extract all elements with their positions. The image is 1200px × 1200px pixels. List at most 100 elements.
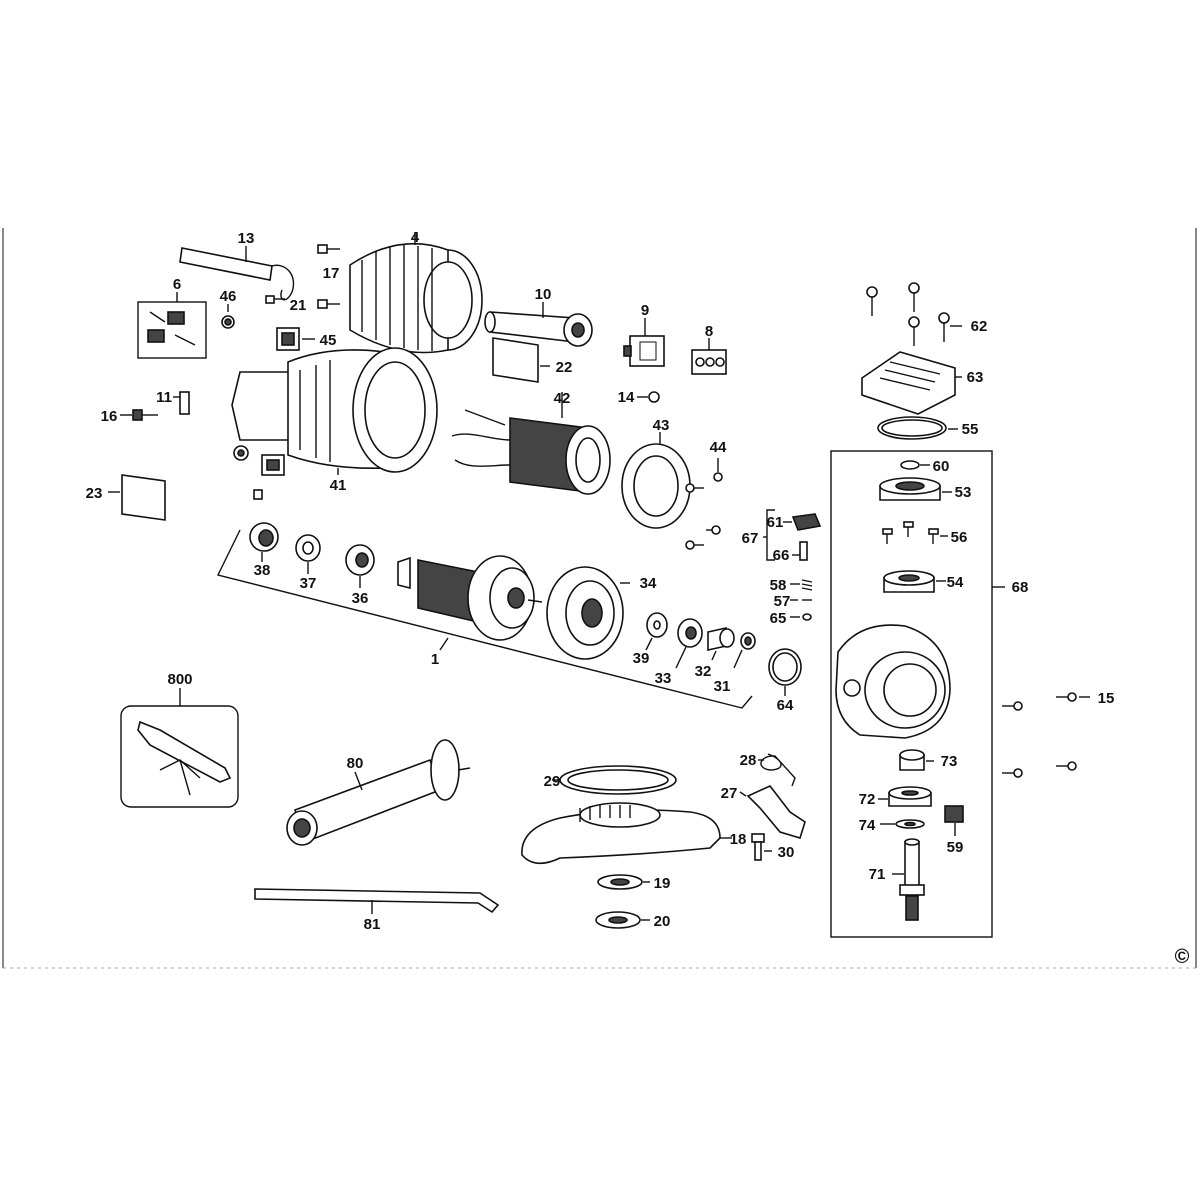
label-8: 8 <box>705 323 713 340</box>
part-74-washer <box>880 819 925 829</box>
label-800: 800 <box>167 671 192 688</box>
label-11: 11 <box>156 389 172 406</box>
part-66-pin <box>792 541 808 561</box>
part-29-seal <box>552 765 677 795</box>
part-13-power-cable <box>179 246 295 301</box>
part-39-washer <box>645 612 668 651</box>
label-60: 60 <box>933 458 950 475</box>
label-57: 57 <box>774 593 791 610</box>
part-6-carbon-brushes <box>137 292 207 359</box>
label-81: 81 <box>364 916 381 933</box>
label-28: 28 <box>740 752 757 769</box>
part-20-nut <box>595 911 650 929</box>
part-armature-rotor <box>397 555 543 641</box>
label-56: 56 <box>951 529 968 546</box>
part-19-flange <box>597 874 650 890</box>
part-30-screw <box>751 833 772 861</box>
label-66: 66 <box>773 547 790 564</box>
label-6: 6 <box>173 276 181 293</box>
label-20: 20 <box>654 913 671 930</box>
label-36: 36 <box>352 590 369 607</box>
label-22: 22 <box>556 359 573 376</box>
part-18-wheel-guard <box>521 802 732 865</box>
label-10: 10 <box>535 286 552 303</box>
part-58-spring <box>790 579 813 591</box>
part-44-screws <box>685 458 723 550</box>
part-37-washer <box>295 534 321 574</box>
part-1-armature-assembly-outline <box>216 529 753 709</box>
part-43-brush-ring <box>621 432 691 529</box>
label-38: 38 <box>254 562 271 579</box>
label-30: 30 <box>778 844 795 861</box>
label-58: 58 <box>770 577 787 594</box>
part-23-label <box>108 474 166 521</box>
part-68-gearbox-frame <box>830 450 1005 938</box>
part-33-bearing <box>675 618 703 669</box>
label-65: 65 <box>770 610 787 627</box>
part-67-lock-bracket <box>763 509 775 561</box>
part-16-screw <box>120 409 158 421</box>
part-60-ring <box>900 460 930 470</box>
part-15-screws <box>1002 692 1090 778</box>
part-54-bearing <box>883 570 946 593</box>
part-41-motor-housing <box>231 347 438 475</box>
label-13: 13 <box>238 230 255 247</box>
part-65-washer <box>790 613 812 621</box>
part-17-screws <box>317 244 340 309</box>
copyright-mark: © <box>1175 946 1190 968</box>
label-67: 67 <box>742 530 759 547</box>
label-17: 17 <box>323 265 340 282</box>
part-73-bearing <box>899 749 934 771</box>
label-59: 59 <box>947 839 964 856</box>
part-63-gear-cover <box>861 351 962 415</box>
label-45: 45 <box>320 332 337 349</box>
part-800-brush-tool-kit <box>120 688 239 808</box>
part-27-guard-lever <box>739 785 806 839</box>
label-4: 4 <box>411 229 420 246</box>
part-59-gear <box>944 805 964 836</box>
label-27: 27 <box>721 785 738 802</box>
part-31-nut <box>733 632 756 669</box>
part-72-bearing <box>878 786 932 807</box>
part-22-label <box>492 337 550 383</box>
part-11-clip <box>173 391 190 415</box>
label-34: 34 <box>640 575 657 592</box>
label-42: 42 <box>554 390 571 407</box>
part-4-rear-housing <box>349 232 483 354</box>
label-23: 23 <box>86 485 103 502</box>
label-37: 37 <box>300 575 317 592</box>
label-53: 53 <box>955 484 972 501</box>
label-18: 18 <box>730 831 747 848</box>
label-39: 39 <box>633 650 650 667</box>
label-41: 41 <box>330 477 347 494</box>
label-31: 31 <box>714 678 731 695</box>
label-55: 55 <box>962 421 979 438</box>
part-42-field-stator <box>451 392 611 495</box>
label-73: 73 <box>941 753 958 770</box>
part-28-spring-clip <box>758 753 796 787</box>
part-71-spindle <box>892 838 925 921</box>
part-62-screws <box>866 282 962 346</box>
label-1: 1 <box>431 651 439 668</box>
label-14: 14 <box>618 389 635 406</box>
part-56-screws <box>882 521 948 544</box>
label-44: 44 <box>710 439 727 456</box>
label-29: 29 <box>544 773 561 790</box>
part-45-switch <box>276 327 315 351</box>
part-64-o-ring <box>768 648 802 696</box>
label-74: 74 <box>859 817 876 834</box>
label-9: 9 <box>641 302 649 319</box>
label-80: 80 <box>347 755 364 772</box>
part-61-lock-button <box>783 513 822 531</box>
label-62: 62 <box>971 318 988 335</box>
part-32-bushing <box>707 627 735 661</box>
label-19: 19 <box>654 875 671 892</box>
part-14-screw <box>637 391 660 403</box>
label-72: 72 <box>859 791 876 808</box>
label-63: 63 <box>967 369 984 386</box>
part-53-bearing <box>879 477 952 501</box>
label-61: 61 <box>767 514 784 531</box>
label-33: 33 <box>655 670 672 687</box>
label-21: 21 <box>290 297 307 314</box>
